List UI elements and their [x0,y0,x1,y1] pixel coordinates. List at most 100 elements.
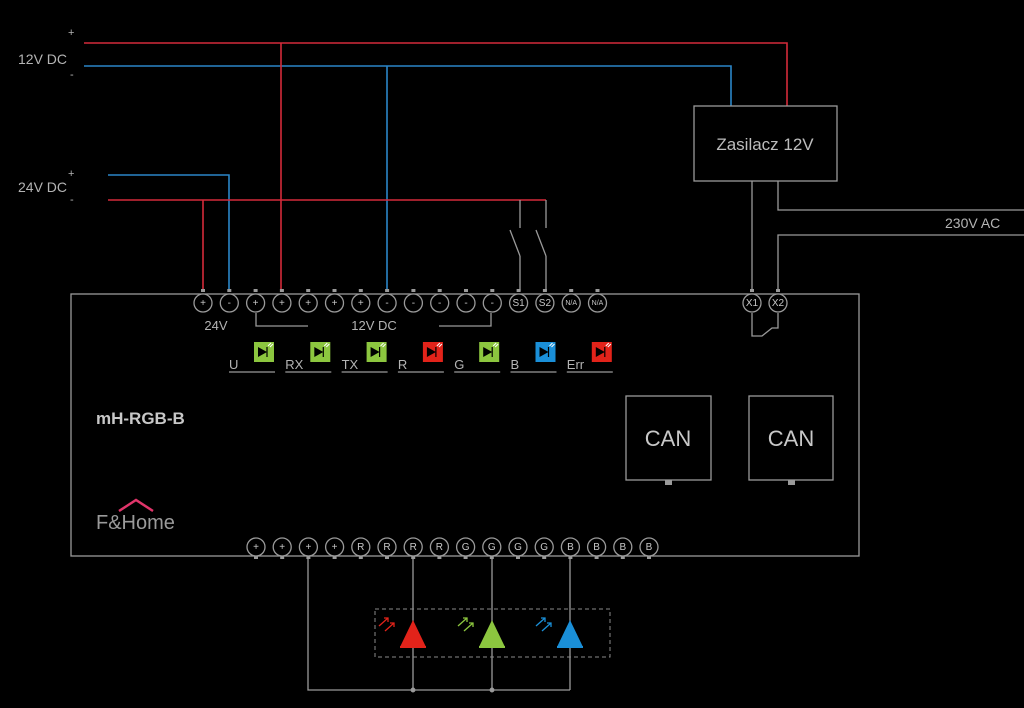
top-terminal-8[interactable]: - [377,293,397,313]
top-terminal-3[interactable]: + [245,293,266,313]
bottom-terminal-14-label: B [593,542,600,553]
indicator-u-label: U [229,357,238,372]
indicator-g-label: G [454,357,464,372]
brand-name: F&Home [96,512,175,534]
top-terminal-6[interactable]: + [324,293,345,313]
wire-24v-negative [108,174,230,291]
indicator-b-label: B [511,357,520,372]
top-terminal-2[interactable]: - [219,293,239,313]
logo-roof-icon [118,498,154,513]
top-terminal-14[interactable]: S2 [535,293,555,313]
bottom-terminal-5[interactable]: R [351,537,371,557]
bottom-terminal-9-label: G [462,542,470,553]
bottom-terminal-3[interactable]: + [298,537,319,557]
bottom-terminal-7-label: R [410,542,417,553]
top-terminal-12-label: - [491,298,494,309]
led-blue-icon [535,617,583,648]
bottom-terminal-1[interactable]: + [246,537,266,557]
bottom-terminal-4-label: + [332,542,338,553]
indicator-tx: TX [341,342,388,373]
indicator-err-label: Err [567,357,585,372]
relay-terminal-x1-label: X1 [746,298,759,309]
top-terminal-9-label: - [412,298,415,309]
supply-12v-minus: - [70,69,74,81]
top-terminal-13[interactable]: S1 [508,293,529,313]
top-terminal-6-label: + [332,298,338,309]
wire-12v-negative [84,65,732,106]
bottom-terminal-13[interactable]: B [560,537,581,557]
bottom-terminal-3-label: + [305,542,311,553]
indicator-r-label: R [398,357,407,372]
module-name: mH-RGB-B [96,409,185,428]
bottom-terminal-6[interactable]: R [377,537,397,557]
bottom-terminal-6-label: R [383,542,390,553]
top-terminal-13-label: S1 [512,298,525,309]
top-terminal-15-label: N/A [565,300,577,307]
top-terminal-3-label: + [253,298,259,309]
top-terminal-16[interactable]: N/A [587,293,608,313]
bottom-terminal-12[interactable]: G [534,537,554,557]
top-terminal-10[interactable]: - [430,293,450,313]
bottom-terminal-8[interactable]: R [429,537,450,557]
supply-12v: 12V DC + - [18,27,788,291]
bottom-terminal-11-label: G [514,542,522,553]
supply-24v: 24V DC + - [18,168,546,291]
status-indicators: U RX TX R G B Err [229,342,613,373]
top-terminal-15[interactable]: N/A [561,293,581,313]
bottom-terminal-10[interactable]: G [482,537,502,557]
bottom-terminal-16[interactable]: B [639,537,659,557]
wire-12v-positive [84,42,788,106]
top-terminal-11-label: - [464,298,467,309]
bottom-terminal-4[interactable]: + [324,537,345,557]
top-terminal-16-label: N/A [592,300,604,307]
indicator-b: B [510,342,557,373]
top-terminal-4[interactable]: + [272,293,292,313]
top-terminal-9[interactable]: - [403,293,424,313]
top-terminal-12[interactable]: - [482,293,502,313]
indicator-err: Err [566,342,613,373]
top-terminal-5-label: + [305,298,311,309]
bottom-terminal-5-label: R [357,542,364,553]
switches [509,200,547,291]
top-terminal-7[interactable]: + [351,293,371,313]
relay-terminal-x2[interactable]: X2 [768,293,788,313]
bottom-terminal-16-label: B [646,542,653,553]
top-terminal-1[interactable]: + [193,293,213,313]
top-terminal-5[interactable]: + [298,293,318,313]
module-box [70,293,860,557]
brand-logo: F&Home [96,498,175,534]
indicator-u: U [229,342,275,373]
top-terminal-4-label: + [279,298,285,309]
terminal-bridges [255,313,779,337]
can-port-2[interactable]: CAN [748,395,834,485]
led-strip-box [374,608,611,658]
bottom-terminal-15[interactable]: B [613,537,633,557]
top-terminal-2-label: - [228,298,231,309]
led-red-icon [378,617,426,648]
bottom-terminal-strip: + + + + R R R R G G G G B B B B [246,537,659,559]
bottom-terminal-12-label: G [540,542,548,553]
top-terminal-14-label: S2 [539,298,552,309]
bottom-terminal-14[interactable]: B [586,537,607,557]
top-terminal-1-label: + [200,298,206,309]
bottom-terminal-13-label: B [567,542,574,553]
indicator-g: G [454,342,501,373]
bottom-terminal-15-label: B [619,542,626,553]
top-terminal-11[interactable]: - [456,293,476,313]
group-label-12v: 12V DC [351,318,397,333]
top-terminal-8-label: - [385,298,388,309]
top-terminal-strip: + - + + + + + - - - - - S1 S2 N/A N/A [193,289,608,313]
can-port-1[interactable]: CAN [625,395,712,485]
relay-terminal-x1[interactable]: X1 [742,293,762,313]
can-port-1-label: CAN [645,426,691,451]
bottom-terminal-11[interactable]: G [508,537,528,557]
psu-box [693,105,838,182]
bottom-terminal-2[interactable]: + [272,537,292,557]
bottom-terminal-10-label: G [488,542,496,553]
indicator-rx: RX [285,342,332,373]
group-label-24v: 24V [204,318,227,333]
bottom-terminal-7[interactable]: R [403,537,423,557]
bottom-terminal-2-label: + [279,542,285,553]
bottom-terminal-9[interactable]: G [455,537,476,557]
